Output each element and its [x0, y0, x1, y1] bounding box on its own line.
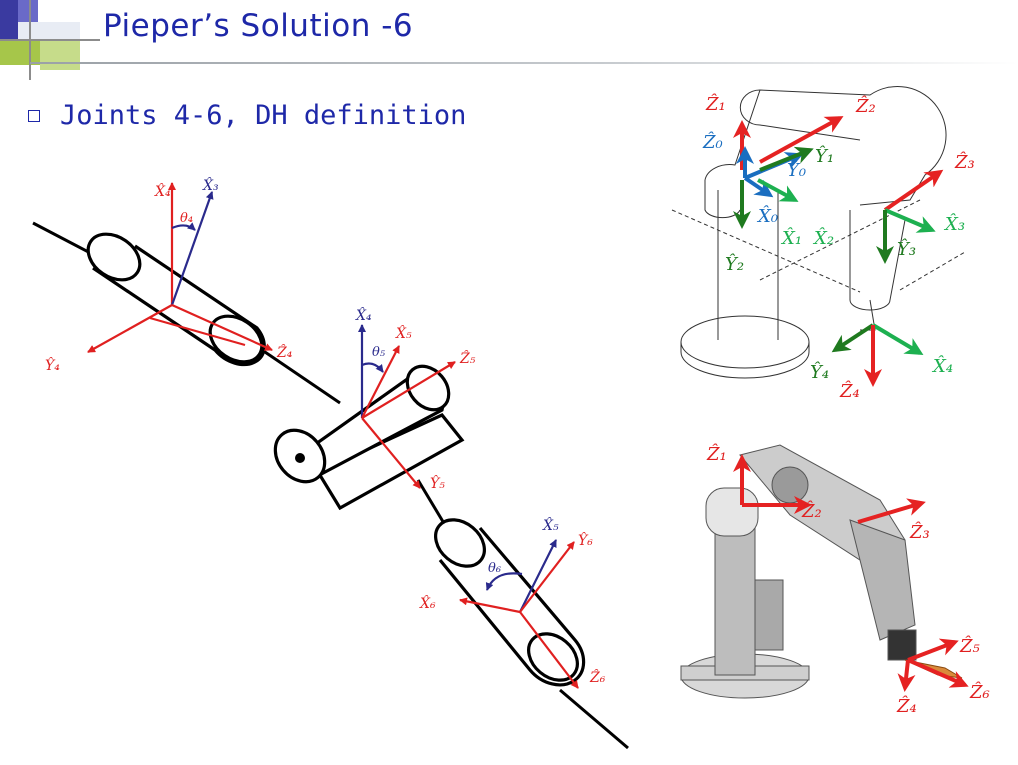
- br-label-z1: Ẑ₁: [706, 442, 727, 465]
- label-z6: Ẑ₆: [589, 668, 606, 686]
- bullet-box-icon: [28, 109, 40, 122]
- label-theta4: θ₄: [180, 211, 193, 226]
- joint5-axle-dot: [295, 453, 305, 463]
- label-y6: Ŷ₆: [578, 531, 593, 549]
- title-underline: [30, 62, 1018, 64]
- tr-label-x3: X̂₃: [943, 213, 965, 235]
- slide-title: Pieper’s Solution -6: [103, 8, 414, 44]
- frame6-axes: [459, 539, 579, 689]
- label-y5: Ŷ₅: [430, 474, 445, 492]
- bullet-item: Joints 4-6, DH definition: [28, 100, 466, 131]
- frame4-axes: [87, 182, 273, 353]
- label-theta5: θ₅: [372, 345, 386, 360]
- corner-decoration: [0, 0, 100, 80]
- robot-line-drawing: [680, 85, 947, 379]
- robot-render: [680, 444, 917, 699]
- br-label-z6: Ẑ₆: [969, 680, 990, 703]
- frame-arrows-top: [733, 116, 944, 387]
- tr-label-x2: X̂₂: [812, 227, 834, 249]
- block-joint5: [273, 364, 465, 511]
- label-x5: X̂₅: [395, 324, 412, 342]
- label-z4: Ẑ₄: [276, 343, 293, 361]
- tr-label-y4: Ŷ₄: [810, 360, 829, 383]
- tr-label-y0: Ŷ₀: [787, 158, 806, 181]
- tr-label-z1: Ẑ₁: [705, 92, 726, 115]
- br-label-z5: Ẑ₅: [959, 634, 980, 657]
- tr-label-y1: Ŷ₁: [815, 144, 834, 167]
- tr-label-y2: Ŷ₂: [725, 252, 744, 275]
- label-y4: Ŷ₄: [45, 356, 60, 374]
- label-x4: X̂₄: [154, 182, 171, 200]
- label-x6: X̂₆: [419, 594, 436, 612]
- tr-label-z3: Ẑ₃: [954, 150, 975, 173]
- tr-label-y3: Ŷ₃: [897, 237, 916, 260]
- label-z5: Ẑ₅: [459, 349, 476, 367]
- label-x3: X̂₃: [202, 176, 219, 194]
- label-x5-b: X̂₅: [542, 516, 559, 534]
- br-label-z4: Ẑ₄: [896, 694, 917, 717]
- label-theta6: θ₆: [488, 561, 501, 576]
- tr-label-z4: Ẑ₄: [839, 379, 860, 402]
- tr-label-x1: X̂₁: [780, 227, 802, 249]
- br-label-z3: Ẑ₃: [909, 520, 930, 543]
- tr-label-x0: X̂₀: [756, 205, 778, 227]
- br-label-z2: Ẑ₂: [801, 499, 822, 522]
- frame5-axes: [358, 324, 456, 489]
- label-x4-b: X̂₄: [355, 306, 372, 324]
- tr-label-x4: X̂₄: [931, 355, 953, 377]
- frame-arrows-bottom: [733, 454, 969, 692]
- tr-label-z0: Ẑ₀: [702, 130, 723, 153]
- bullet-text: Joints 4-6, DH definition: [60, 100, 467, 131]
- tr-label-z2: Ẑ₂: [855, 94, 876, 117]
